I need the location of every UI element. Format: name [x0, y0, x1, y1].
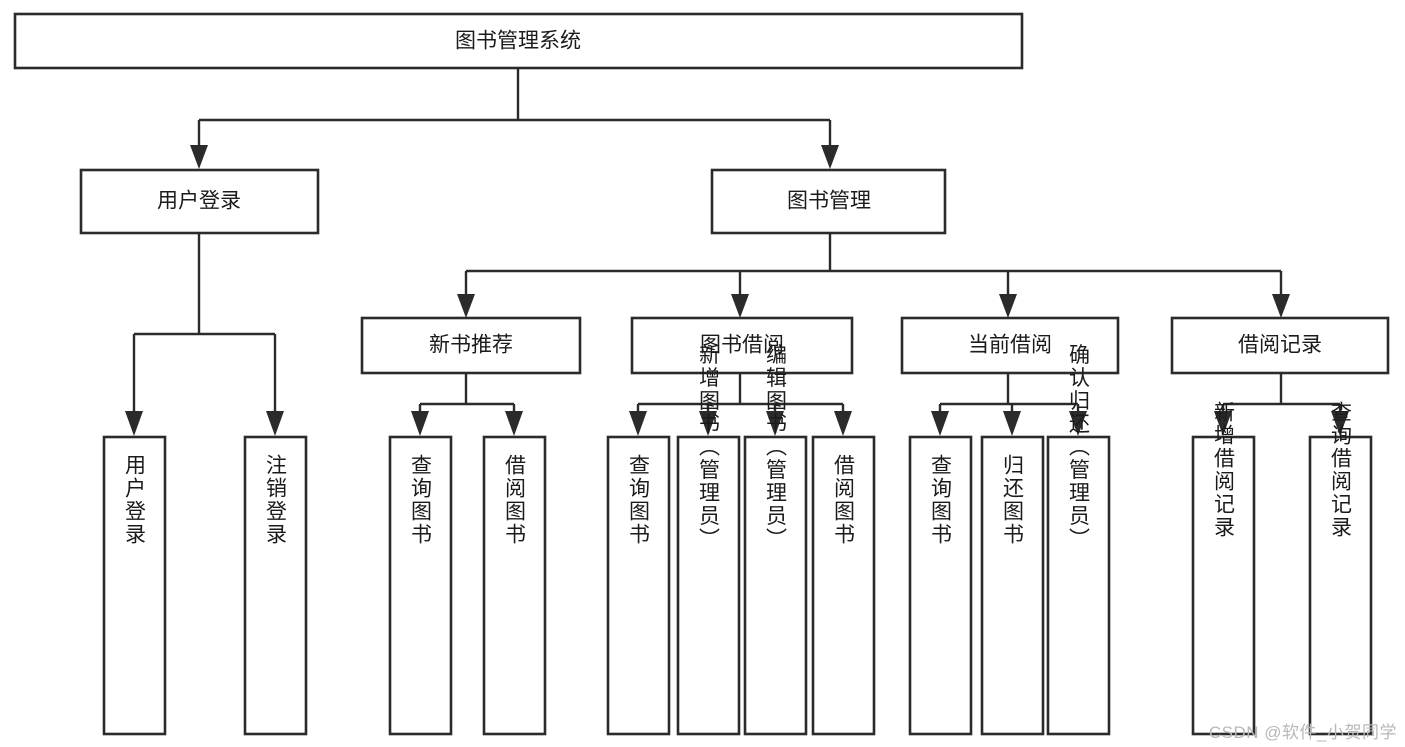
- node-leaf-logout-login-label: 注销登录: [264, 454, 288, 546]
- node-new-book-recommend-box[interactable]: [360, 316, 582, 375]
- node-leaf-borrow-book-1-box[interactable]: [482, 435, 547, 736]
- node-current-borrow-label: 当前借阅: [968, 334, 1052, 357]
- node-book-borrow-label: 图书借阅: [700, 334, 784, 357]
- node-user-login-box[interactable]: [79, 168, 320, 235]
- arrow-leaf-add-book: [699, 411, 717, 436]
- node-user-login[interactable]: 用户登录: [79, 168, 320, 235]
- node-leaf-query-record[interactable]: 查询借阅记录: [1308, 401, 1373, 736]
- node-leaf-borrow-book-2-box[interactable]: [811, 435, 876, 736]
- node-leaf-confirm-return-box[interactable]: [1046, 435, 1111, 736]
- node-leaf-edit-book-label: 编辑图书（管理员）: [764, 344, 788, 551]
- node-leaf-query-book-1-label: 查询图书: [409, 454, 433, 546]
- node-leaf-user-login[interactable]: 用户登录: [102, 435, 167, 736]
- node-leaf-query-book-2-label: 查询图书: [627, 454, 651, 546]
- arrow-leaf-confirm-return: [1069, 411, 1087, 436]
- arrow-leaf-user-login: [125, 411, 143, 436]
- node-current-borrow-box[interactable]: [900, 316, 1120, 375]
- node-leaf-add-record[interactable]: 新增借阅记录: [1191, 401, 1256, 736]
- node-book-borrow-box[interactable]: [630, 316, 854, 375]
- node-book-management-box[interactable]: [710, 168, 947, 235]
- node-leaf-borrow-book-1-label: 借阅图书: [503, 454, 527, 546]
- node-new-book-recommend-label: 新书推荐: [429, 334, 513, 357]
- node-leaf-logout-login[interactable]: 注销登录: [243, 435, 308, 736]
- node-leaf-query-book-1[interactable]: 查询图书: [388, 435, 453, 736]
- node-leaf-add-book-label: 新增图书（管理员）: [697, 344, 721, 551]
- arrow-leaf-return-book: [1003, 411, 1021, 436]
- arrow-leaf-query-book-2: [629, 411, 647, 436]
- arrow-leaf-query-book-1: [411, 411, 429, 436]
- node-root-label: 图书管理系统: [455, 30, 581, 53]
- arrow-to-book-management: [821, 145, 839, 169]
- arrow-leaf-query-record: [1331, 411, 1349, 436]
- arrow-leaf-query-book-3: [931, 411, 949, 436]
- node-leaf-borrow-book-2[interactable]: 借阅图书: [811, 435, 876, 736]
- arrow-new-book-recommend: [457, 294, 475, 318]
- node-leaf-return-book[interactable]: 归还图书: [980, 435, 1045, 736]
- arrow-leaf-add-record: [1214, 411, 1232, 436]
- node-leaf-borrow-book-2-label: 借阅图书: [832, 454, 856, 546]
- node-leaf-query-record-label: 查询借阅记录: [1329, 401, 1353, 539]
- node-leaf-query-book-3-label: 查询图书: [929, 454, 953, 546]
- arrow-borrow-record: [1272, 294, 1290, 318]
- node-leaf-add-book-box[interactable]: [676, 435, 741, 736]
- node-borrow-record-label: 借阅记录: [1238, 334, 1322, 357]
- node-book-management[interactable]: 图书管理: [710, 168, 947, 235]
- node-root-box[interactable]: [13, 12, 1024, 70]
- node-leaf-edit-book[interactable]: 编辑图书（管理员）: [743, 344, 808, 736]
- node-leaf-user-login-box[interactable]: [102, 435, 167, 736]
- node-leaf-user-login-label: 用户登录: [123, 454, 147, 546]
- node-leaf-query-book-1-box[interactable]: [388, 435, 453, 736]
- watermark-text: CSDN @软件_小贺同学: [1208, 723, 1397, 742]
- node-leaf-confirm-return-label: 确认归还（管理员）: [1067, 344, 1091, 551]
- arrow-leaf-edit-book: [766, 411, 784, 436]
- arrow-leaf-borrow-book-1: [505, 411, 523, 436]
- node-borrow-record-box[interactable]: [1170, 316, 1390, 375]
- arrow-to-user-login: [190, 145, 208, 169]
- node-user-login-label: 用户登录: [157, 190, 241, 213]
- node-book-management-label: 图书管理: [787, 190, 871, 213]
- node-leaf-logout-login-box[interactable]: [243, 435, 308, 736]
- node-leaf-confirm-return[interactable]: 确认归还（管理员）: [1046, 344, 1111, 736]
- node-root[interactable]: 图书管理系统: [13, 12, 1024, 70]
- node-leaf-add-book[interactable]: 新增图书（管理员）: [676, 344, 741, 736]
- node-current-borrow[interactable]: 当前借阅: [900, 316, 1120, 375]
- arrow-current-borrow: [999, 294, 1017, 318]
- node-leaf-return-book-box[interactable]: [980, 435, 1045, 736]
- node-leaf-query-book-2[interactable]: 查询图书: [606, 435, 671, 736]
- node-new-book-recommend[interactable]: 新书推荐: [360, 316, 582, 375]
- node-leaf-borrow-book-1[interactable]: 借阅图书: [482, 435, 547, 736]
- node-leaf-edit-book-box[interactable]: [743, 435, 808, 736]
- node-leaf-return-book-label: 归还图书: [1001, 454, 1025, 546]
- node-leaf-query-book-2-box[interactable]: [606, 435, 671, 736]
- node-leaf-add-record-box[interactable]: [1191, 435, 1256, 736]
- node-leaf-query-book-3[interactable]: 查询图书: [908, 435, 973, 736]
- arrow-leaf-logout-login: [266, 411, 284, 436]
- node-leaf-query-record-box[interactable]: [1308, 435, 1373, 736]
- arrow-leaf-borrow-book-2: [834, 411, 852, 436]
- node-leaf-add-record-label: 新增借阅记录: [1212, 401, 1236, 539]
- arrow-book-borrow: [731, 294, 749, 318]
- edge-layer: [125, 68, 1349, 436]
- node-leaf-query-book-3-box[interactable]: [908, 435, 973, 736]
- node-borrow-record[interactable]: 借阅记录: [1170, 316, 1390, 375]
- node-book-borrow[interactable]: 图书借阅: [630, 316, 854, 375]
